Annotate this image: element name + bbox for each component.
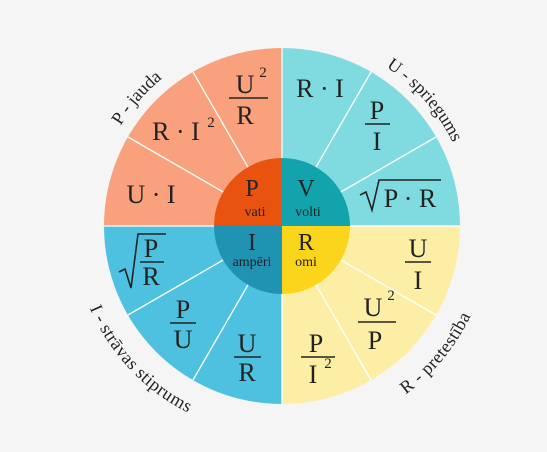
svg-text:2: 2 xyxy=(207,115,215,131)
formula-p-r-times-i-squared: R · I 2 xyxy=(152,115,215,146)
formula-u-r-times-i: R · I xyxy=(296,74,344,103)
formula-i-u-over-r: U R xyxy=(234,329,261,387)
i-quadrant-inner xyxy=(214,226,282,294)
formula-r-u-squared-over-p: U 2 P xyxy=(358,288,396,355)
svg-text:R · I: R · I xyxy=(152,117,200,146)
formula-p-u-squared-over-r: U 2 R xyxy=(229,65,268,130)
p-unit: vati xyxy=(245,205,266,220)
r-formulas: U I U 2 P P I 2 xyxy=(301,234,431,389)
u-symbol: V xyxy=(297,176,315,202)
svg-text:P: P xyxy=(370,96,384,125)
svg-text:R: R xyxy=(236,101,254,130)
u-quadrant-inner xyxy=(282,158,350,226)
svg-text:2: 2 xyxy=(387,288,395,304)
svg-text:P: P xyxy=(176,295,190,324)
i-unit: ampēri xyxy=(233,255,272,270)
p-formulas: U · I R · I 2 U 2 R xyxy=(126,65,268,209)
formula-r-u-over-i: U I xyxy=(405,234,431,295)
svg-text:2: 2 xyxy=(259,65,267,81)
svg-text:R: R xyxy=(142,262,160,291)
svg-text:R: R xyxy=(238,358,256,387)
svg-text:P · R: P · R xyxy=(384,184,437,213)
svg-text:U: U xyxy=(238,329,257,358)
svg-text:I: I xyxy=(309,360,318,389)
i-symbol: I xyxy=(248,230,256,256)
svg-text:2: 2 xyxy=(324,356,332,372)
r-symbol: R xyxy=(298,230,314,256)
formula-u-p-over-i: P I xyxy=(365,96,390,156)
svg-text:I: I xyxy=(373,127,382,156)
svg-text:P: P xyxy=(368,326,382,355)
svg-text:U: U xyxy=(174,325,193,354)
svg-text:I: I xyxy=(414,266,423,295)
hub-labels: P vati V volti I ampēri R omi xyxy=(233,176,321,270)
formula-i-sqrt-p-over-r: P R xyxy=(118,233,166,291)
u-formulas: R · I P I P · R xyxy=(296,74,441,213)
formula-i-p-over-u: P U xyxy=(170,295,196,354)
p-symbol: P xyxy=(245,176,258,202)
svg-text:U: U xyxy=(409,234,428,263)
p-quadrant-inner xyxy=(214,158,282,226)
formula-u-sqrt-p-times-r: P · R xyxy=(359,179,441,213)
formula-p-u-times-i: U · I xyxy=(126,180,175,209)
r-quadrant-inner xyxy=(282,226,350,294)
r-unit: omi xyxy=(295,255,317,270)
svg-text:U: U xyxy=(364,293,383,322)
svg-text:P: P xyxy=(144,234,158,263)
inner-hub xyxy=(214,158,350,294)
formula-r-p-over-i-squared: P I 2 xyxy=(301,329,335,389)
i-formulas: P R P U U R xyxy=(118,233,261,387)
svg-text:U: U xyxy=(236,70,255,99)
u-unit: volti xyxy=(295,205,321,220)
svg-text:P: P xyxy=(309,329,323,358)
